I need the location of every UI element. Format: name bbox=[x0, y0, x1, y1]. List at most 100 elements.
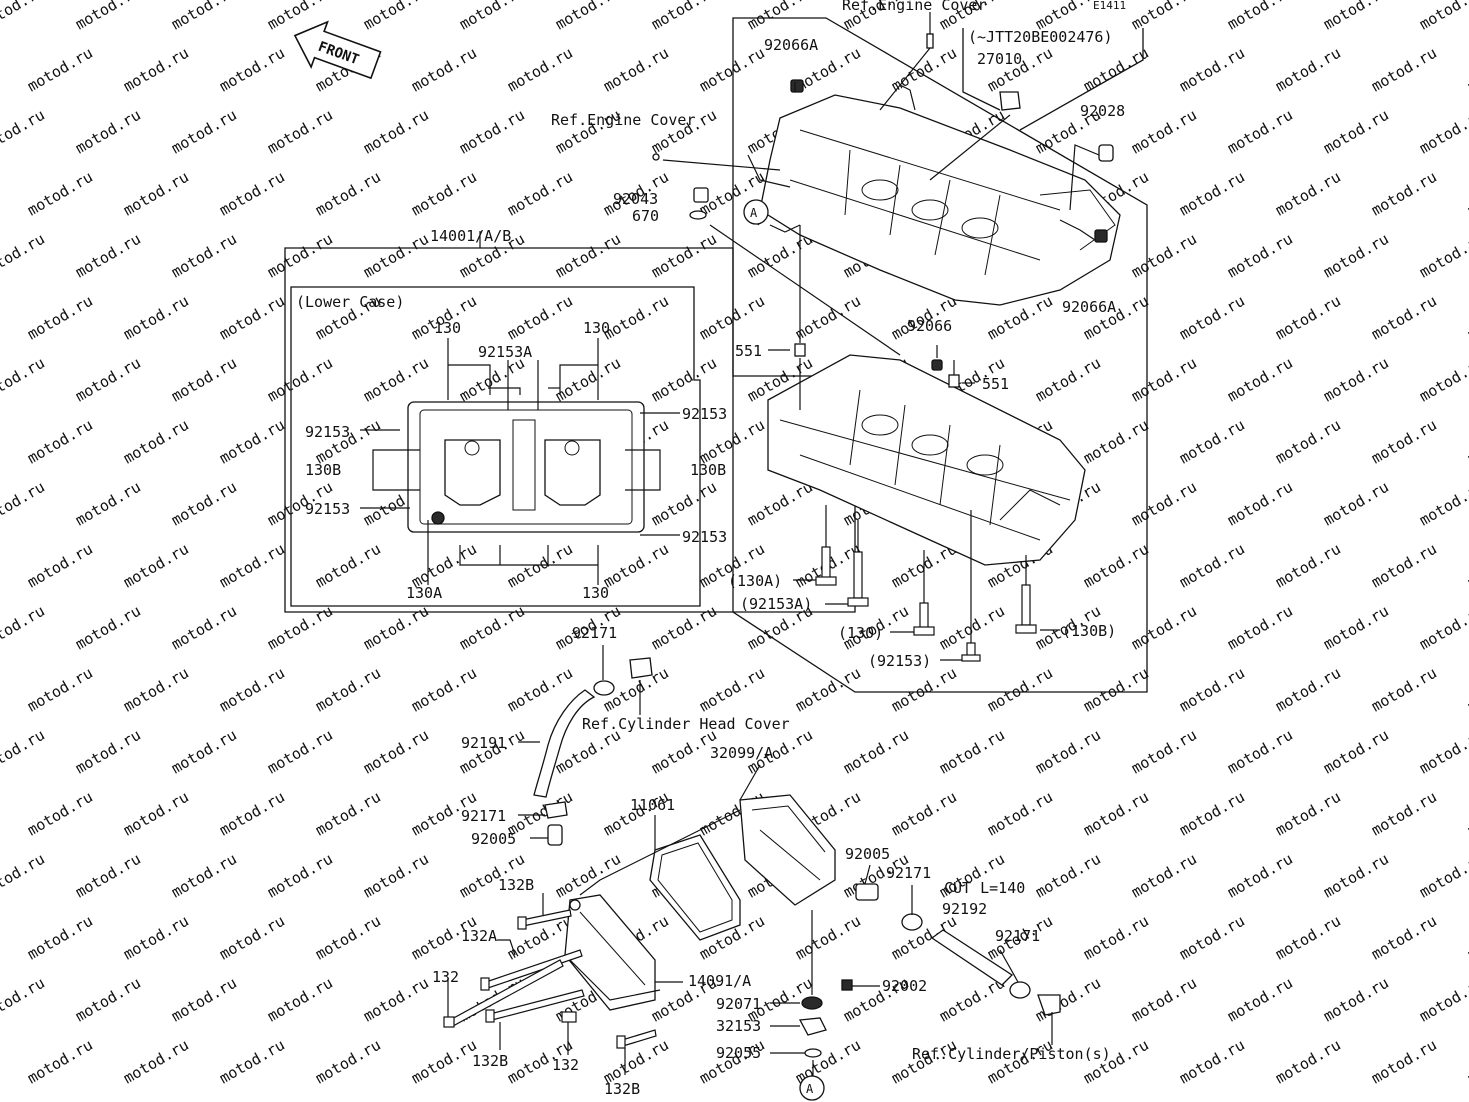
watermark-text: motod.ru bbox=[24, 168, 96, 220]
watermark-text: motod.ru bbox=[0, 602, 48, 654]
watermark-text: motod.ru bbox=[600, 44, 672, 96]
watermark-text: motod.ru bbox=[1368, 44, 1440, 96]
watermark-text: motod.ru bbox=[1416, 974, 1469, 1026]
watermark-text: motod.ru bbox=[1080, 664, 1152, 716]
watermark-text: motod.ru bbox=[1032, 850, 1104, 902]
watermark-text: motod.ru bbox=[696, 664, 768, 716]
watermark-text: motod.ru bbox=[1176, 912, 1248, 964]
watermark-text: motod.ru bbox=[1320, 0, 1392, 33]
watermark-text: motod.ru bbox=[1080, 44, 1152, 96]
label-92191: 92191 bbox=[461, 734, 506, 752]
watermark-text: motod.ru bbox=[1464, 168, 1469, 220]
watermark-text: motod.ru bbox=[552, 354, 624, 406]
watermark-text: motod.ru bbox=[168, 850, 240, 902]
watermark-text: motod.ru bbox=[72, 106, 144, 158]
watermark-text: motod.ru bbox=[0, 354, 48, 406]
watermark-text: motod.ru bbox=[360, 602, 432, 654]
watermark-text: motod.ru bbox=[216, 1036, 288, 1088]
watermark-text: motod.ru bbox=[216, 44, 288, 96]
watermark-text: motod.ru bbox=[600, 540, 672, 592]
watermark-text: motod.ru bbox=[1464, 664, 1469, 716]
watermark-text: motod.ru bbox=[1224, 726, 1296, 778]
watermark-text: motod.ru bbox=[600, 292, 672, 344]
watermark-text: motod.ru bbox=[168, 974, 240, 1026]
watermark-text: motod.ru bbox=[72, 602, 144, 654]
watermark-text: motod.ru bbox=[72, 230, 144, 282]
watermark-text: motod.ru bbox=[1368, 1036, 1440, 1088]
watermark-text: motod.ru bbox=[408, 44, 480, 96]
watermark-text: motod.ru bbox=[1272, 44, 1344, 96]
watermark-text: motod.ru bbox=[360, 0, 432, 33]
watermark-text: motod.ru bbox=[1032, 726, 1104, 778]
watermark-text: motod.ru bbox=[312, 788, 384, 840]
watermark-text: motod.ru bbox=[72, 478, 144, 530]
leader-lines bbox=[360, 12, 1100, 1077]
watermark-text: motod.ru bbox=[1128, 230, 1200, 282]
watermark-text: motod.ru bbox=[72, 0, 144, 33]
watermark-text: motod.ru bbox=[120, 788, 192, 840]
watermark-text: motod.ru bbox=[408, 168, 480, 220]
watermark-text: motod.ru bbox=[1272, 1036, 1344, 1088]
watermark-text: motod.ru bbox=[0, 850, 48, 902]
watermark-text: motod.ru bbox=[120, 292, 192, 344]
watermark-text: motod.ru bbox=[1272, 292, 1344, 344]
watermark-text: motod.ru bbox=[1128, 850, 1200, 902]
watermark-text: motod.ru bbox=[1272, 416, 1344, 468]
watermark-text: motod.ru bbox=[1128, 726, 1200, 778]
watermark-text: motod.ru bbox=[1464, 292, 1469, 344]
watermark-text: motod.ru bbox=[1128, 974, 1200, 1026]
watermark-text: motod.ru bbox=[1368, 912, 1440, 964]
watermark-text: motod.ru bbox=[504, 540, 576, 592]
label-14001: 14001/A/B bbox=[430, 227, 511, 245]
label-92153-l2: 92153 bbox=[305, 500, 350, 518]
watermark-text: motod.ru bbox=[1464, 788, 1469, 840]
watermark-text: motod.ru bbox=[1464, 1036, 1469, 1088]
label-92153-r1: 92153 bbox=[682, 405, 727, 423]
label-32153: 32153 bbox=[716, 1017, 761, 1035]
watermark-text: motod.ru bbox=[696, 44, 768, 96]
watermark-text: motod.ru bbox=[216, 540, 288, 592]
watermark-text: motod.ru bbox=[1176, 168, 1248, 220]
label-92066a-right: 92066A bbox=[1062, 298, 1116, 316]
watermark-text: motod.ru bbox=[1272, 540, 1344, 592]
watermark-text: motod.ru bbox=[1416, 230, 1469, 282]
watermark-text: motod.ru bbox=[504, 168, 576, 220]
watermark-text: motod.ru bbox=[312, 912, 384, 964]
label-cut-length: CUT L=140 bbox=[944, 879, 1025, 897]
watermark-text: motod.ru bbox=[0, 230, 48, 282]
watermark-text: motod.ru bbox=[1176, 540, 1248, 592]
label-130b-paren: (130B) bbox=[1062, 622, 1116, 640]
label-132-left: 132 bbox=[432, 968, 459, 986]
watermark-text: motod.ru bbox=[744, 0, 816, 33]
watermark-text: motod.ru bbox=[1320, 602, 1392, 654]
watermark-text: motod.ru bbox=[1080, 788, 1152, 840]
label-11061: 11061 bbox=[630, 796, 675, 814]
label-14091: 14091/A bbox=[688, 972, 751, 990]
watermark-text: motod.ru bbox=[264, 602, 336, 654]
watermark-text: motod.ru bbox=[24, 540, 96, 592]
label-132b-1: 132B bbox=[498, 876, 534, 894]
label-27010: 27010 bbox=[977, 50, 1022, 68]
watermark-text: motod.ru bbox=[1464, 44, 1469, 96]
watermark-text: motod.ru bbox=[1224, 230, 1296, 282]
watermark-text: motod.ru bbox=[1416, 726, 1469, 778]
watermark-text: motod.ru bbox=[168, 602, 240, 654]
watermark-text: motod.ru bbox=[1224, 354, 1296, 406]
watermark-text: motod.ru bbox=[264, 850, 336, 902]
watermark-text: motod.ru bbox=[312, 1036, 384, 1088]
label-92066: 92066 bbox=[907, 317, 952, 335]
watermark-text: motod.ru bbox=[264, 230, 336, 282]
watermark-text: motod.ru bbox=[24, 1036, 96, 1088]
watermark-text: motod.ru bbox=[456, 602, 528, 654]
watermark-text: motod.ru bbox=[120, 168, 192, 220]
watermark-text: motod.ru bbox=[408, 1036, 480, 1088]
label-92071: 92071 bbox=[716, 995, 761, 1013]
front-arrow-icon: FRONT bbox=[293, 20, 382, 80]
watermark-text: motod.ru bbox=[792, 664, 864, 716]
label-551-left: 551 bbox=[735, 342, 762, 360]
label-ref-engine-cover-mid: Ref.Engine Cover bbox=[551, 111, 696, 129]
watermark-text: motod.ru bbox=[1368, 416, 1440, 468]
watermark-text: motod.ru bbox=[0, 0, 48, 33]
watermark-text: motod.ru bbox=[264, 726, 336, 778]
watermark-text: motod.ru bbox=[1128, 0, 1200, 33]
